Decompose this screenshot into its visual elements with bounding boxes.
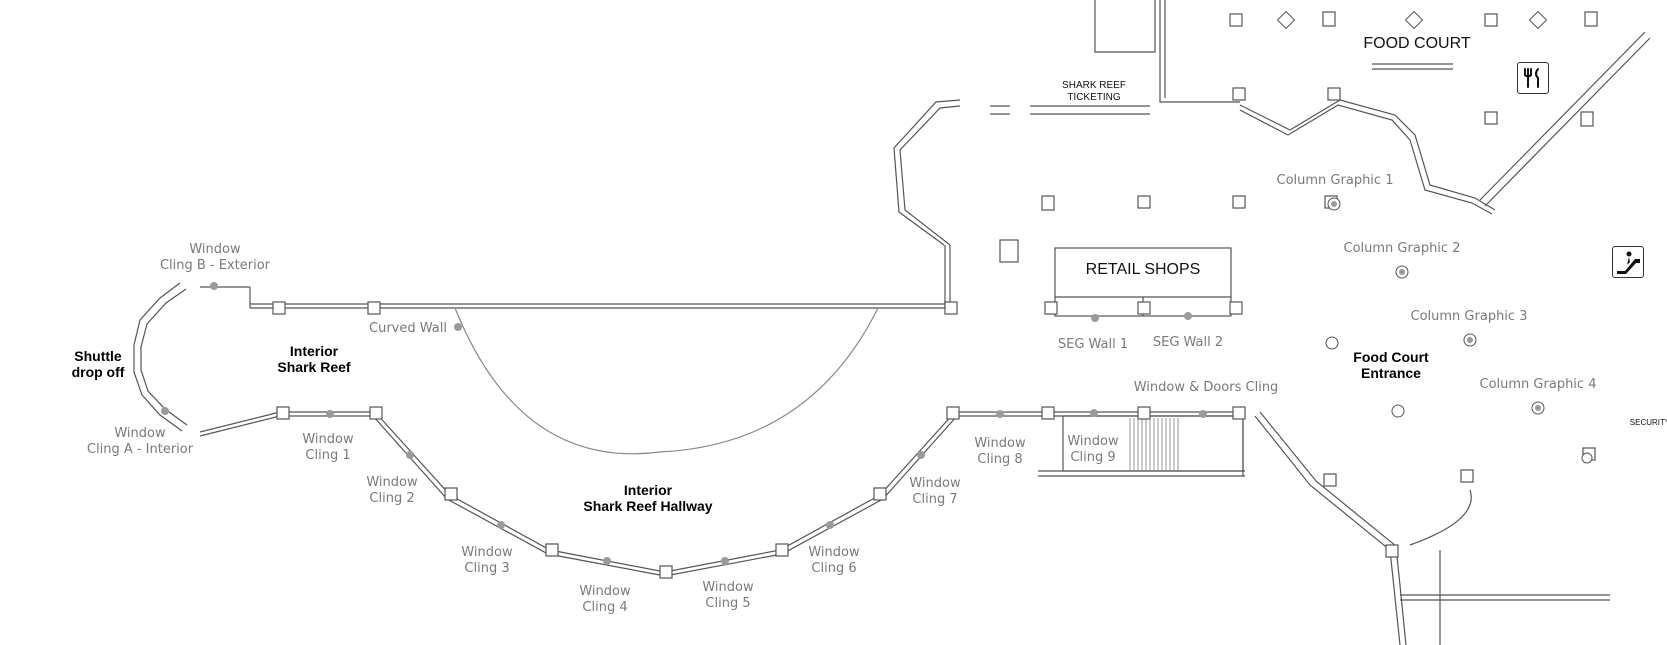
- label-column-graphic-2: Column Graphic 2: [1343, 241, 1461, 256]
- security-sign: SECURITY: [1629, 418, 1667, 427]
- label-curved-wall: Curved Wall: [369, 321, 447, 336]
- label-seg-wall-2: SEG Wall 2: [1152, 335, 1224, 350]
- label-column-graphic-4: Column Graphic 4: [1479, 377, 1597, 392]
- label-seg-wall-1: SEG Wall 1: [1057, 337, 1129, 352]
- shuttle-wall-inner: [140, 288, 188, 426]
- label-column-graphic-3: Column Graphic 3: [1410, 309, 1528, 324]
- label-window-doors-cling: Window & Doors Cling: [1133, 380, 1279, 395]
- escalator-icon: [1612, 246, 1644, 278]
- retail-shops-sign: RETAIL SHOPS: [1085, 261, 1201, 278]
- shuttle-wall: [133, 282, 183, 432]
- food-court-sign: FOOD COURT: [1363, 35, 1471, 52]
- label-column-graphic-1: Column Graphic 1: [1276, 173, 1394, 188]
- fork-knife-icon: [1517, 62, 1549, 94]
- curved-wall: [454, 307, 879, 455]
